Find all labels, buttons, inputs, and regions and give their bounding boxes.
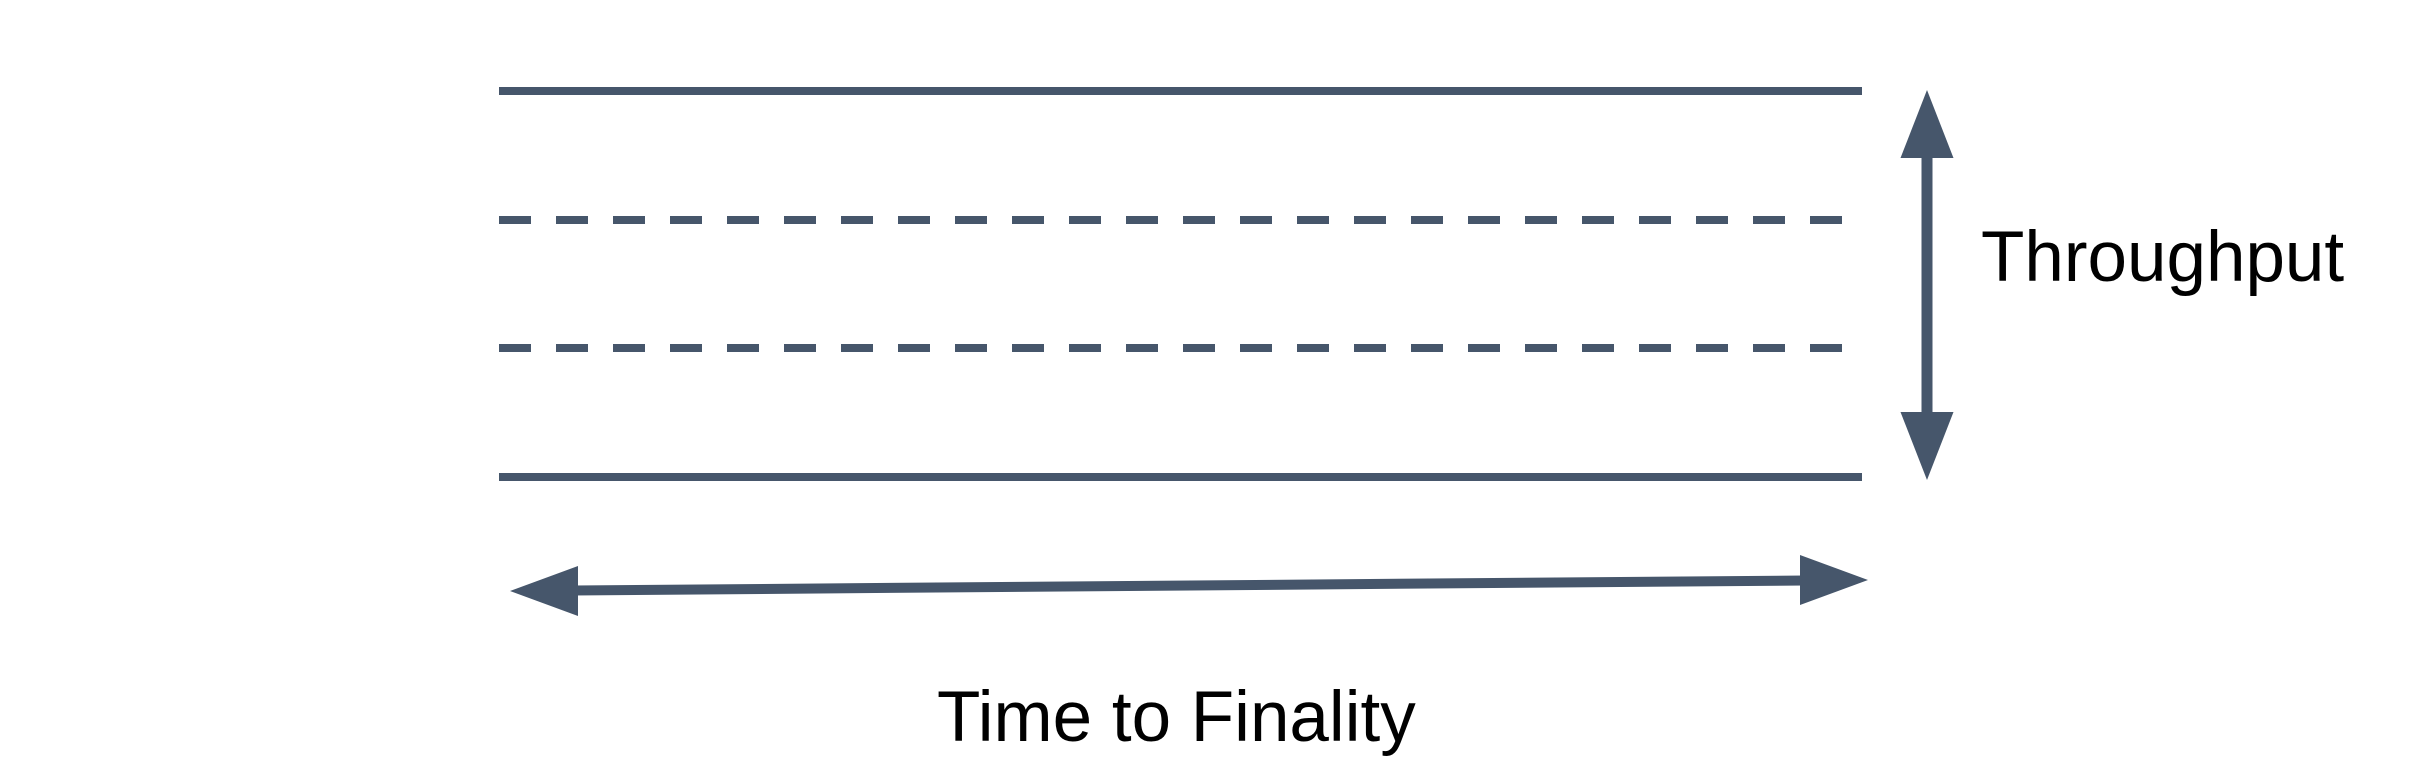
top-boundary-line — [499, 87, 1862, 95]
time-to-finality-label: Time to Finality — [937, 678, 1416, 757]
dashed-lane-line-1 — [499, 216, 1862, 224]
throughput-label: Throughput — [1981, 218, 2345, 297]
leftright-double-arrow-icon — [510, 555, 1868, 616]
dashed-lane-line-2 — [499, 344, 1862, 352]
bottom-boundary-line — [499, 473, 1862, 481]
updown-double-arrow-icon — [1900, 90, 1954, 480]
